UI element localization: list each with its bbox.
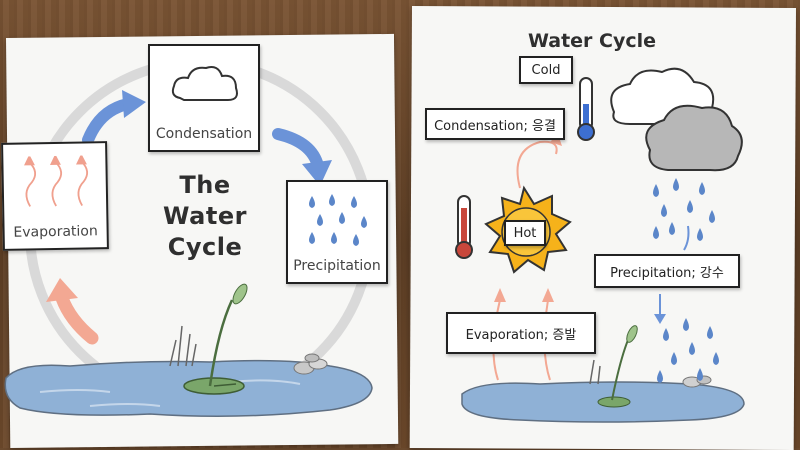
raindrop — [709, 210, 715, 223]
raindrop — [669, 222, 675, 235]
raindrop — [699, 182, 705, 195]
arrow-to-precipitation-icon — [272, 128, 332, 186]
precipitation-label: Precipitation; 강수 — [594, 254, 740, 288]
steam-arrows-icon — [24, 155, 88, 207]
right-pond — [461, 325, 745, 423]
cold-thermometer-icon — [577, 77, 595, 141]
title-line-3: Cycle — [167, 233, 243, 261]
precipitation-card: Precipitation — [286, 180, 388, 284]
left-poster-title: The Water Cycle — [150, 170, 260, 263]
condensation-card: Condensation — [148, 44, 260, 152]
raindrop — [707, 326, 713, 339]
title-line-2: Water — [163, 202, 247, 230]
cloud-icon — [171, 66, 238, 101]
raindrop — [653, 184, 659, 197]
raindrop — [671, 352, 677, 365]
pebbles-icon — [293, 353, 328, 375]
arrow-evaporation-up-icon — [46, 278, 99, 345]
evaporation-card: Evaporation — [1, 141, 109, 251]
raindrop — [687, 200, 693, 213]
evaporation-card-label: Evaporation — [13, 223, 98, 241]
title-line-1: The — [179, 171, 231, 199]
rain-cloud-icon — [645, 104, 743, 172]
evaporation-label: Evaporation; 증발 — [446, 312, 596, 354]
arrow-to-condensation-icon — [82, 90, 146, 146]
raindrops — [653, 178, 719, 383]
raindrop — [663, 328, 669, 341]
rain-drops-icon — [309, 194, 367, 246]
raindrop — [683, 318, 689, 331]
raindrop — [689, 342, 695, 355]
raindrop — [697, 228, 703, 241]
cold-label: Cold — [519, 56, 573, 84]
raindrop — [657, 370, 663, 383]
hot-label: Hot — [504, 220, 546, 246]
condensation-card-label: Condensation — [155, 126, 253, 142]
raindrop — [697, 368, 703, 381]
raindrop — [661, 204, 667, 217]
lily-pad-icon — [183, 377, 245, 395]
raindrop — [673, 178, 679, 191]
right-poster-title: Water Cycle — [527, 30, 657, 52]
raindrop — [713, 352, 719, 365]
condensation-label: Condensation; 응결 — [425, 108, 565, 140]
raindrop — [653, 226, 659, 239]
reed-icon — [169, 283, 248, 387]
precipitation-card-label: Precipitation — [293, 258, 381, 274]
arrow-condensation-icon — [516, 134, 562, 189]
precipitation-arrows-icon — [654, 225, 690, 324]
hot-thermometer-icon — [455, 195, 473, 259]
